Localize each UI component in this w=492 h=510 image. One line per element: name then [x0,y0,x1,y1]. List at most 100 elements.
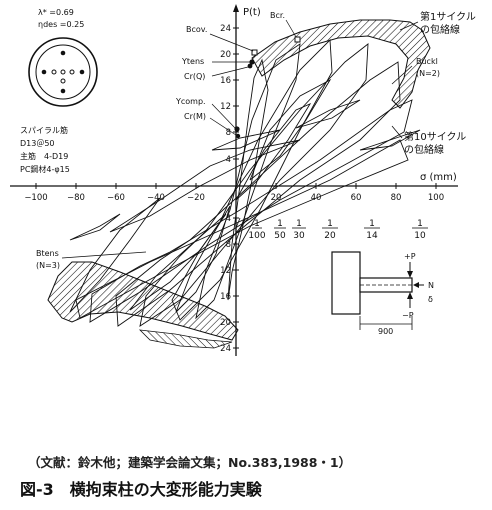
drift-ratio-denominator: 100 [248,231,265,241]
n2-label: (N=2) [416,69,440,78]
y-tens-label: Ytens [181,57,204,66]
y-tick-label: 20 [220,318,231,328]
x-axis-label: σ (mm) [420,172,457,183]
drift-ratio-numerator: 1 [327,219,333,229]
hysteresis-loop [359,129,421,151]
hysteresis-loop [249,78,332,181]
drift-ratio-denominator: 14 [366,231,378,241]
section-pc-strand [60,69,66,75]
y-tick-label: 20 [220,50,231,60]
hysteresis-loop [195,43,301,320]
loading-stub [331,251,361,315]
hysteresis-loop [211,129,281,151]
buckl-label: Buckl [416,57,438,66]
lambda-label: λ* =0.69 [38,8,74,17]
envelope-upper-band [251,19,431,109]
y-tick-label: 16 [220,292,231,302]
drift-ratio-denominator: 20 [324,231,336,241]
hysteresis-loop [175,205,231,313]
drift-ratio-numerator: 1 [254,219,260,229]
hysteresis-loop [75,139,409,319]
drift-ratio-numerator: 1 [296,219,302,229]
hysteresis-loops [69,38,421,327]
source-citation: （文献：鈴木他；建築学会論文集；No.383,1988・1） [28,455,352,470]
y-tick-label: 16 [220,76,231,86]
cr-m-label: Cr(M) [184,112,206,121]
n-label: N [428,281,434,290]
section-pc-strand [60,78,66,84]
y-tick-label: 8 [226,128,231,138]
hysteresis-loop [295,99,361,129]
hysteresis-loop [89,99,413,323]
b-cr-marker [294,36,301,43]
cr-q-label: Cr(Q) [184,72,205,81]
hysteresis-loop [227,58,269,301]
section-bar [60,50,66,56]
span-label: 900 [378,327,393,336]
figure-caption: 図-3 横拘束柱の大変形能力実験 [20,480,262,499]
env1-label-line2: の包絡線 [420,23,460,36]
hysteresis-loop [139,43,369,327]
envelope-lower-right-band [138,329,233,349]
x-tick-label: −100 [24,193,47,203]
section-outer-circle [28,37,98,107]
x-tick-label: 40 [311,193,322,203]
b-cov-label: Bcov. [186,25,207,34]
env1-leader [399,21,419,31]
main-bar-note: 主筋 4-D19 [20,151,68,161]
y-tick-label: 24 [220,344,231,354]
drift-ratio-denominator: 30 [293,231,305,241]
x-tick-label: −80 [67,193,85,203]
x-tick-label: 100 [428,193,444,203]
b-tens-label: Btens [36,249,59,258]
section-bar [41,69,47,75]
hysteresis-loop [109,139,301,233]
buckl-leader [391,65,413,85]
minus-p-label: −P [402,311,414,320]
btens-leader [61,251,147,259]
b-cov-marker [251,49,258,56]
y-axis-label: P(t) [243,7,261,18]
b-cr-leader [285,19,297,38]
b-cov-leader [209,33,254,52]
y-tens-marker [249,59,255,65]
drift-ratio-numerator: 1 [417,219,423,229]
drift-ratio-numerator: 1 [369,219,375,229]
cr-q-marker [247,63,253,69]
y-axis-ticks [233,27,239,349]
y-comp-marker [234,126,240,132]
pc-strand-note: PC鋼材4-φ15 [20,164,70,174]
drift-ratio-denominator: 10 [414,231,426,241]
drift-ratio-numerator: 1 [277,219,283,229]
loading-setup-diagram [331,251,424,330]
y-tick-label: 12 [220,266,231,276]
y-tick-label: 12 [220,102,231,112]
y-tick-label: 4 [226,214,231,224]
section-pc-strand [51,69,57,75]
hysteresis-loop [171,38,333,321]
section-inner-circle [35,44,91,100]
section-bar [60,88,66,94]
cr-m-leader [209,117,237,136]
plus-p-label: +P [404,252,416,261]
drift-ratio-scale [235,217,428,229]
b-cr-label: Bcr. [270,11,285,20]
y-tick-label: 24 [220,24,231,34]
y-comp-leader [211,103,236,129]
x-tick-label: −60 [107,193,125,203]
hysteresis-loop [129,213,227,311]
x-tick-label: 20 [271,193,282,203]
spiral-spec-note: D13＠50 [20,139,55,148]
cr-m-marker [235,133,241,139]
x-tick-label: −40 [147,193,165,203]
y-tick-label: 8 [226,240,231,250]
x-axis-ticks [35,183,437,189]
eta-label: ηdes =0.25 [38,20,84,29]
x-tick-label: 60 [351,193,362,203]
cr-q-leader [211,66,249,77]
env1-label-line1: 第1サイクル [420,10,476,23]
drift-ratio-denominator: 50 [274,231,286,241]
y-tick-label: 4 [226,155,231,165]
delta-label: δ [428,295,433,304]
x-tick-label: −20 [187,193,205,203]
